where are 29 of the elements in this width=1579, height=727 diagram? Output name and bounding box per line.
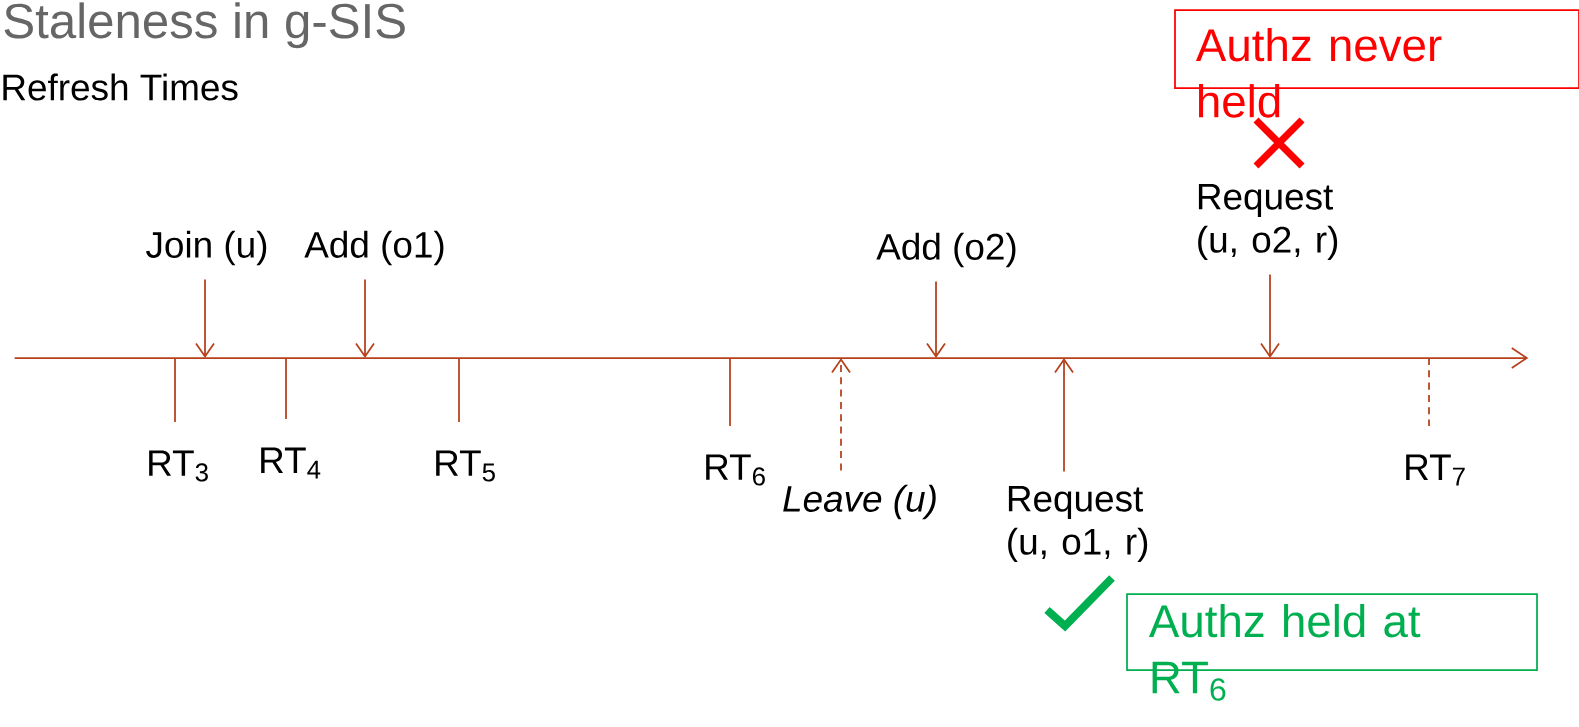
tick-line <box>729 357 731 427</box>
arrow <box>926 280 946 358</box>
node-label: 6 <box>1210 678 1226 701</box>
event-label: Join (u) <box>146 230 267 266</box>
tick-line <box>1428 357 1430 427</box>
event-label: Request (u, o2, r) <box>1198 183 1338 261</box>
event-label: Add (o1) <box>304 230 444 266</box>
section-label: Refresh Times <box>3 73 238 101</box>
event-label: RT$_{6}$ <box>706 454 765 486</box>
event-label: Leave (u) <box>783 484 936 520</box>
callout-box: Authz held at RT$_{6}$ <box>1126 593 1538 701</box>
tick-line <box>458 357 460 423</box>
node-label: held <box>1199 84 1280 118</box>
event-label: RT$_{3}$ <box>149 450 208 482</box>
tick-line <box>174 357 176 423</box>
arrow <box>195 278 215 358</box>
event-label: RT$_{4}$ <box>261 447 321 479</box>
arrow <box>355 278 375 358</box>
event-label: RT$_{5}$ <box>436 450 495 482</box>
arrow <box>1054 358 1074 473</box>
tick-line <box>285 357 287 420</box>
arrow <box>831 358 851 472</box>
event-label: Request (u, o1, r) <box>1008 485 1148 563</box>
title: Staleness in g-SIS <box>4 2 405 49</box>
event-label: Add (o2) <box>876 232 1016 268</box>
event-label: RT$_{7}$ <box>1406 454 1465 486</box>
callout-box: Authz never held <box>1174 9 1579 118</box>
arrow <box>1260 273 1280 358</box>
time-axis <box>13 347 1529 369</box>
